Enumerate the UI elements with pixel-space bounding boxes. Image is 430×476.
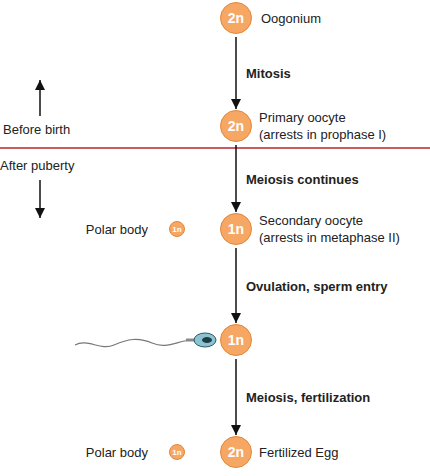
period-label: Before birth: [3, 122, 70, 137]
process-label: Meiosis, fertilization: [246, 390, 370, 405]
ploidy-label: 2n: [221, 3, 251, 33]
divider-line: [0, 147, 430, 149]
process-label: Mitosis: [246, 66, 291, 81]
cell-circle: 2nPrimary oocyte (arrests in prophase I): [220, 110, 252, 142]
ploidy-label: 2n: [221, 111, 251, 141]
sperm-illustration: [75, 333, 216, 347]
stage-arrow: [235, 145, 237, 212]
ploidy-label: 1n: [221, 214, 251, 244]
time-arrow: [39, 180, 41, 218]
sperm-head: [194, 333, 216, 347]
stage-label: Polar body: [86, 221, 148, 238]
time-arrow: [39, 80, 41, 116]
stage-label: Fertilized Egg: [259, 444, 338, 461]
stage-arrow: [235, 37, 237, 109]
sperm-nucleus: [202, 337, 212, 343]
stage-arrow: [235, 248, 237, 323]
cell-circle: 1nSecondary oocyte (arrests in metaphase…: [220, 213, 252, 245]
stage-label: Oogonium: [261, 10, 321, 27]
ploidy-label: 1n: [221, 325, 251, 355]
process-label: Meiosis continues: [246, 171, 359, 186]
stage-arrow: [235, 359, 237, 435]
stage-label: Polar body: [86, 444, 148, 461]
cell-circle: 1nPolar body: [169, 221, 185, 237]
cell-circle: 2nFertilized Egg: [220, 436, 252, 468]
ploidy-label: 1n: [170, 222, 184, 236]
cell-circle: 1nPolar body: [169, 444, 185, 460]
period-label: After puberty: [0, 158, 74, 173]
stage-label: Secondary oocyte (arrests in metaphase I…: [259, 212, 405, 246]
cell-circle: 1n: [220, 324, 252, 356]
ploidy-label: 2n: [221, 437, 251, 467]
sperm-tail: [75, 339, 190, 346]
cell-circle: 2nOogonium: [220, 2, 252, 34]
stage-label: Primary oocyte (arrests in prophase I): [259, 109, 390, 143]
process-label: Ovulation, sperm entry: [246, 278, 388, 293]
ploidy-label: 1n: [170, 445, 184, 459]
